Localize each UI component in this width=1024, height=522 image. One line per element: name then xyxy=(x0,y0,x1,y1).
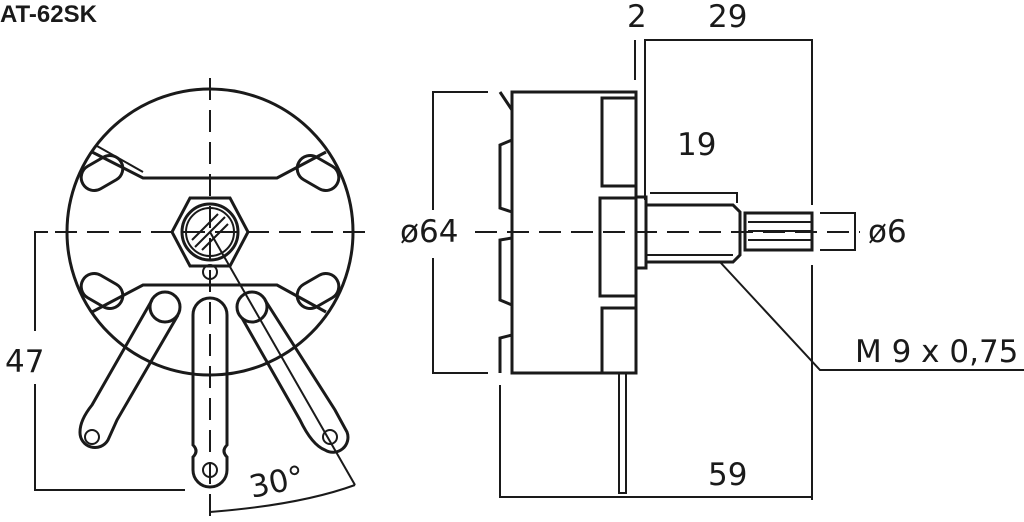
angle-line xyxy=(209,231,356,486)
dimension-2: 2 xyxy=(627,0,647,35)
model-title: AT-62SK xyxy=(0,1,98,28)
dimension-diameter-6: ø6 xyxy=(868,214,907,250)
side-view: ø64 2 29 19 ø6 M 9 x 0,75 59 xyxy=(400,0,1024,500)
dimension-59: 59 xyxy=(708,457,747,493)
locating-pin xyxy=(202,264,218,280)
serrated-edge xyxy=(498,91,514,373)
angle-arc xyxy=(209,484,356,513)
threaded-bushing xyxy=(646,203,742,264)
terminal-left xyxy=(78,290,182,450)
upper-bracket xyxy=(91,150,327,180)
dimension-29: 29 xyxy=(708,0,747,35)
terminal-right xyxy=(235,290,350,454)
angle-label: 30° xyxy=(246,459,307,506)
slot xyxy=(79,154,125,192)
front-view: 30° 47 xyxy=(5,78,372,522)
slot xyxy=(295,272,341,310)
lower-bracket xyxy=(91,283,327,314)
terminal-center xyxy=(191,296,229,489)
dimension-diameter-64: ø64 xyxy=(400,214,458,250)
slot xyxy=(79,272,125,310)
dimension-19: 19 xyxy=(677,127,716,163)
dimension-47: 47 xyxy=(5,344,44,380)
side-terminal xyxy=(618,372,627,494)
thread-spec: M 9 x 0,75 xyxy=(855,334,1018,370)
slot xyxy=(295,154,341,192)
